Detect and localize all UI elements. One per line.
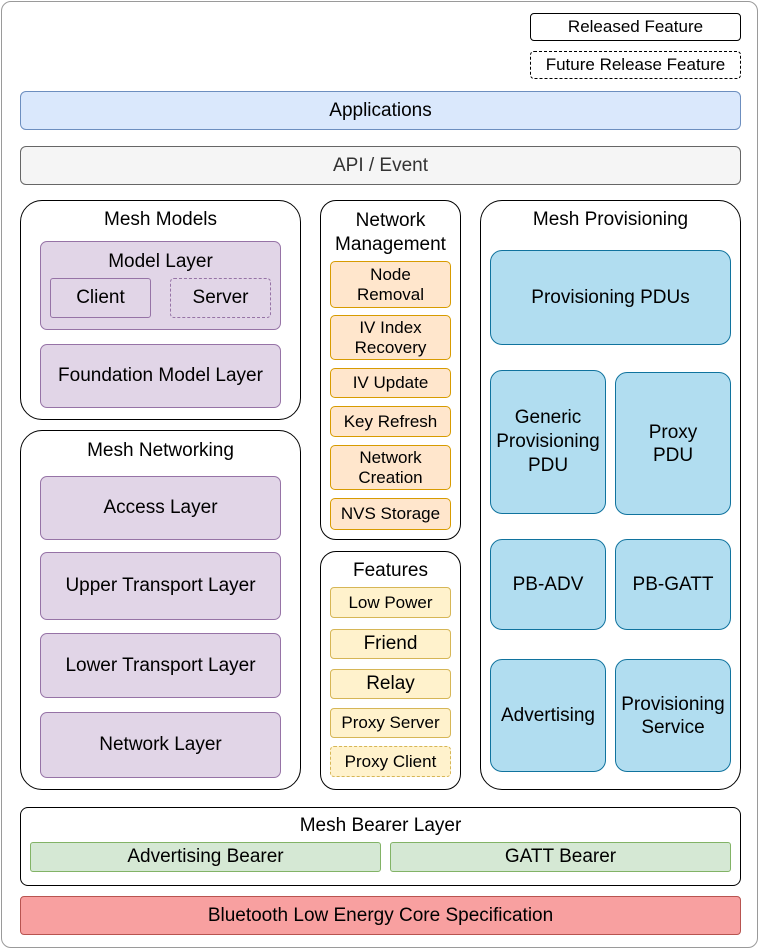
mesh-networking-title: Mesh Networking bbox=[87, 440, 234, 461]
legend-future-release-feature: Future Release Feature bbox=[530, 51, 741, 79]
friend-box: Friend bbox=[330, 629, 451, 659]
nvs-storage-box: NVS Storage bbox=[330, 498, 451, 530]
ble-core-label: Bluetooth Low Energy Core Specification bbox=[207, 904, 554, 926]
mesh-provisioning-title: Mesh Provisioning bbox=[532, 209, 689, 230]
proxy-server-box: Proxy Server bbox=[330, 708, 451, 738]
mesh-bearer-layer-title: Mesh Bearer Layer bbox=[299, 815, 462, 836]
features-title: Features bbox=[353, 560, 428, 581]
access-layer-label: Access Layer bbox=[103, 497, 218, 519]
upper-transport-layer-box: Upper Transport Layer bbox=[40, 552, 281, 620]
network-management-title: Network Management bbox=[335, 210, 446, 255]
network-creation-box: Network Creation bbox=[330, 445, 451, 490]
model-layer-label: Model Layer bbox=[108, 251, 213, 272]
key-refresh-box: Key Refresh bbox=[330, 406, 451, 437]
network-layer-box: Network Layer bbox=[40, 712, 281, 778]
provisioning-pdus-box: Provisioning PDUs bbox=[490, 250, 731, 345]
iv-update-box: IV Update bbox=[330, 368, 451, 398]
api-event-layer: API / Event bbox=[20, 146, 741, 185]
provisioning-service-box: Provisioning Service bbox=[615, 659, 731, 772]
proxy-client-box: Proxy Client bbox=[330, 746, 451, 777]
node-removal-box: Node Removal bbox=[330, 261, 451, 308]
pb-gatt-box: PB-GATT bbox=[615, 539, 731, 630]
api-event-label: API / Event bbox=[332, 154, 429, 176]
applications-label: Applications bbox=[329, 99, 432, 121]
advertising-bearer-box: Advertising Bearer bbox=[30, 842, 381, 872]
ble-core-specification-layer: Bluetooth Low Energy Core Specification bbox=[20, 896, 741, 935]
legend-released-label: Released Feature bbox=[567, 17, 704, 37]
upper-transport-layer-label: Upper Transport Layer bbox=[65, 575, 256, 597]
foundation-model-layer-box: Foundation Model Layer bbox=[40, 344, 281, 408]
server-box: Server bbox=[170, 278, 271, 318]
client-box: Client bbox=[50, 278, 151, 318]
network-layer-label: Network Layer bbox=[99, 734, 222, 756]
generic-provisioning-pdu-box: Generic Provisioning PDU bbox=[490, 370, 606, 514]
relay-box: Relay bbox=[330, 669, 451, 699]
lower-transport-layer-box: Lower Transport Layer bbox=[40, 633, 281, 698]
server-label: Server bbox=[192, 287, 249, 309]
access-layer-box: Access Layer bbox=[40, 476, 281, 540]
proxy-pdu-box: Proxy PDU bbox=[615, 372, 731, 515]
applications-layer: Applications bbox=[20, 91, 741, 130]
low-power-box: Low Power bbox=[330, 587, 451, 618]
lower-transport-layer-label: Lower Transport Layer bbox=[65, 654, 256, 676]
gatt-bearer-box: GATT Bearer bbox=[390, 842, 731, 872]
legend-future-label: Future Release Feature bbox=[545, 55, 726, 75]
pb-adv-box: PB-ADV bbox=[490, 539, 606, 630]
client-label: Client bbox=[76, 287, 125, 309]
mesh-models-title: Mesh Models bbox=[104, 209, 217, 230]
advertising-box: Advertising bbox=[490, 659, 606, 772]
legend-released-feature: Released Feature bbox=[530, 13, 741, 41]
iv-index-recovery-box: IV Index Recovery bbox=[330, 315, 451, 360]
foundation-model-layer-label: Foundation Model Layer bbox=[58, 365, 263, 387]
